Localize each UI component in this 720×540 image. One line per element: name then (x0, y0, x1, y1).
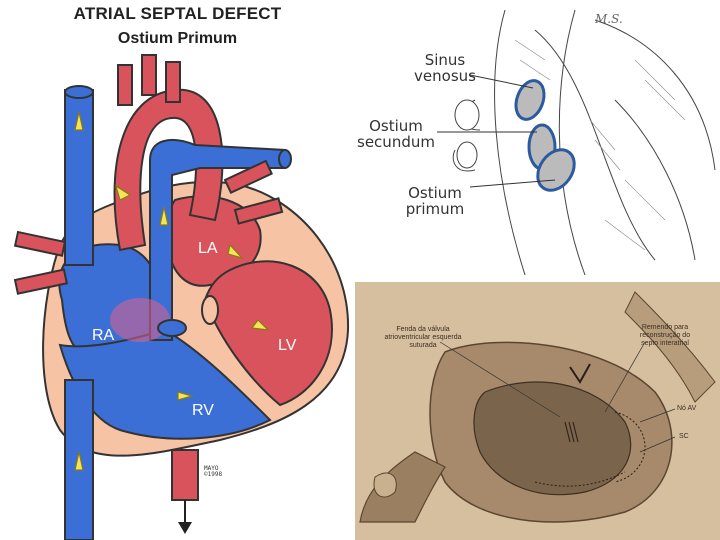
ostium-primum-defect (536, 148, 576, 192)
mayo-watermark: MAYO ©1998 (204, 465, 223, 478)
label-ostium-primum: Ostium primum (405, 184, 465, 218)
surgical-illustration (355, 282, 720, 540)
descending-aorta (171, 449, 199, 501)
artist-signature: M.S. (595, 12, 623, 26)
flow-arrows (74, 111, 270, 471)
label-rv: RV (192, 402, 214, 419)
label-la: LA (198, 240, 218, 257)
label-septal-patch: Remendo para reconstrução do septo inter… (639, 324, 691, 347)
inferior-vena-cava (64, 379, 94, 540)
septum-sketch-panel: Sinus venosus Ostium secundum Ostium pri… (355, 0, 720, 282)
surgical-drawing-panel: Fenda da válvula atrioventricular esquer… (355, 282, 720, 540)
septal-defect-glow (110, 298, 170, 342)
sinus-venosus-defect (514, 79, 546, 121)
label-lv: LV (278, 337, 297, 354)
label-ra: RA (92, 327, 115, 344)
label-ostium-secundum: Ostium secundum (357, 117, 435, 151)
heart-illustration (13, 54, 350, 540)
aortic-arch (113, 88, 224, 252)
label-valve-cleft: Fenda da válvula atrioventricular esquer… (384, 326, 462, 349)
label-sc: SC (679, 433, 689, 440)
heart-diagram-panel: ATRIAL SEPTAL DEFECT Ostium Primum RA LA… (0, 0, 355, 540)
diagram-title: ATRIAL SEPTAL DEFECT (73, 4, 282, 23)
label-av-node: Nó AV (677, 405, 697, 412)
label-sinus-venosus: Sinus venosus (414, 51, 476, 85)
septum-sketch (437, 9, 716, 276)
diagram-subtitle: Ostium Primum (117, 30, 238, 47)
